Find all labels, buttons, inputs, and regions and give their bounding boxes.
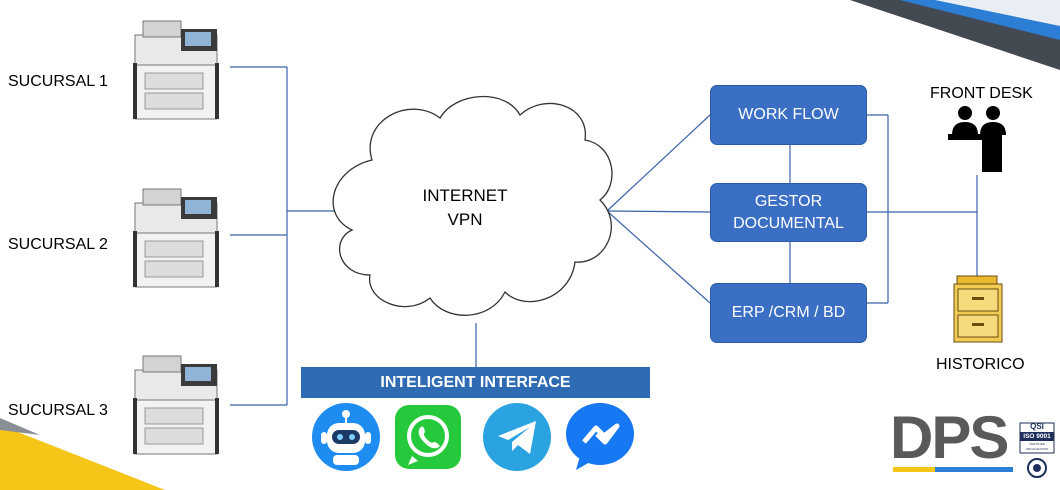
whatsapp-icon [395, 405, 461, 469]
iso-badge-text: ISO 9001 [1023, 433, 1051, 440]
corner-stripe-white [935, 0, 1060, 26]
corner-stripe-yellow [0, 425, 165, 490]
dps-logo: DPS [890, 404, 1009, 471]
corner-stripe-gray [0, 418, 40, 435]
printer-icon [133, 20, 219, 120]
cloud-line-internet: INTERNET [422, 186, 508, 205]
iso-badge-sub: CERTIFIED ORGANIZATION [1025, 442, 1049, 451]
branch-label-3: SUCURSAL 3 [8, 402, 108, 419]
logo-bar-yellow [893, 467, 935, 472]
telegram-icon [483, 403, 551, 471]
intelligent-interface-banner: INTELIGENT INTERFACE [301, 367, 650, 398]
interface-title: INTELIGENT INTERFACE [380, 373, 571, 391]
workflow-label: WORK FLOW [738, 106, 839, 123]
printer-icon [133, 188, 219, 288]
branch-label-2: SUCURSAL 2 [8, 236, 108, 253]
printer-icon [133, 355, 219, 455]
internet-cloud [332, 95, 613, 316]
workflow-box: WORK FLOW [710, 85, 867, 145]
messenger-icon [566, 403, 634, 470]
front-desk-label: FRONT DESK [930, 85, 1033, 102]
branch-connectors [230, 66, 978, 406]
historico-label: HISTORICO [936, 356, 1025, 373]
gestor-documental-box: GESTOR DOCUMENTAL [710, 183, 867, 242]
iso-badge-icon [1019, 422, 1055, 478]
gestor-label-line2: DOCUMENTAL [733, 214, 844, 232]
chatbot-icon [312, 403, 380, 471]
branch-label-1: SUCURSAL 1 [8, 73, 108, 90]
erp-crm-bd-box: ERP /CRM / BD [710, 283, 867, 343]
erp-label: ERP /CRM / BD [731, 304, 846, 321]
archive-cabinet-icon [953, 275, 1003, 343]
iso-badge-top: QSI [1030, 422, 1044, 431]
cloud-label: INTERNET VPN [415, 184, 515, 232]
logo-bar-blue [935, 467, 1013, 472]
front-desk-icon [948, 106, 1006, 172]
gestor-label-line1: GESTOR [754, 192, 823, 210]
cloud-line-vpn: VPN [447, 210, 483, 229]
